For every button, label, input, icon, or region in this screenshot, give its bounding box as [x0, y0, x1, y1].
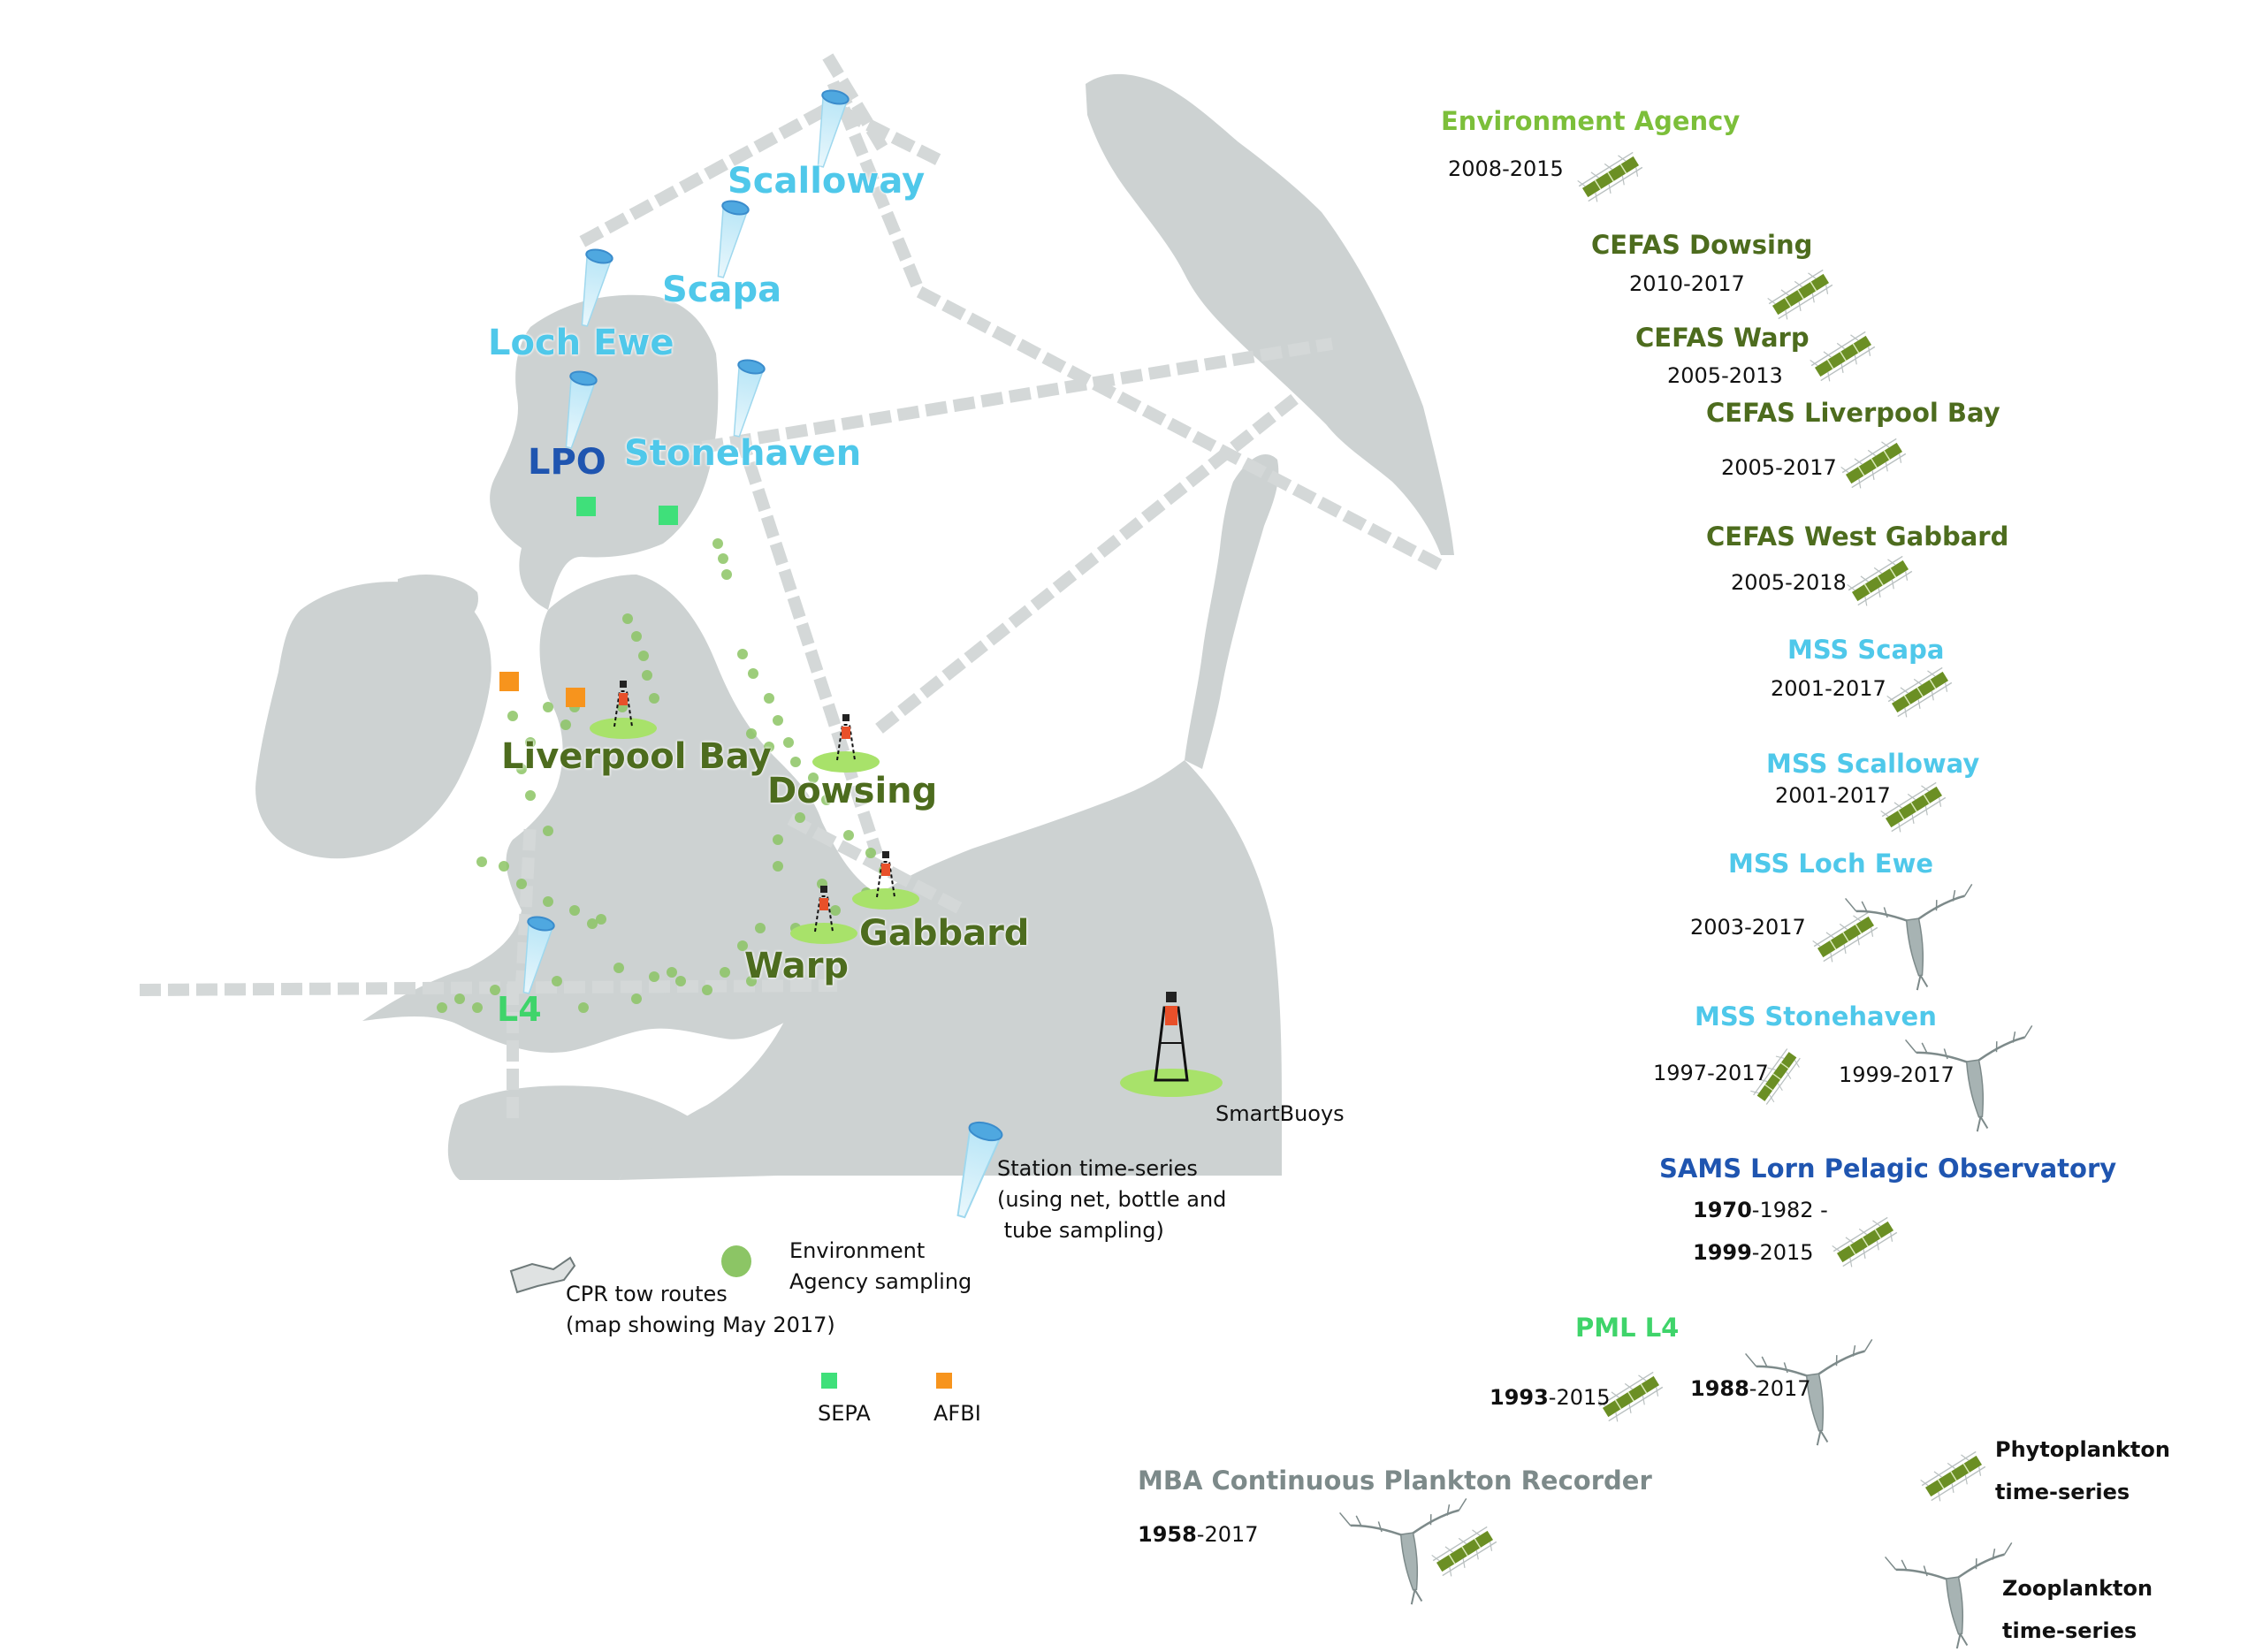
ts-years-phyto: 1997-2017 — [1653, 1061, 1769, 1085]
key-phytoplankton: Phytoplankton time-series — [1995, 1437, 2170, 1504]
phytoplankton-icon — [1810, 907, 1881, 967]
ts-title-cefas-warp: CEFAS Warp — [1635, 323, 1810, 353]
ts-title-sams-lpo: SAMS Lorn Pelagic Observatory — [1659, 1153, 2117, 1184]
ts-title-mss-loch-ewe: MSS Loch Ewe — [1728, 849, 1934, 879]
sepa-square-icon — [659, 506, 678, 525]
cpr-icon — [509, 1256, 576, 1294]
legend-sepa: SEPA — [818, 1401, 871, 1426]
phytoplankton-icon — [1575, 147, 1646, 207]
ts-years-b: 1999-2015 — [1693, 1240, 1814, 1265]
afbi-square-icon — [499, 672, 519, 691]
map-label-l4: L4 — [497, 990, 542, 1029]
ts-years-zoo: 1999-2017 — [1839, 1062, 1954, 1087]
ea-sampling-dots — [437, 538, 889, 1013]
northern-ireland-land — [398, 575, 478, 623]
key-zooplankton: Zooplankton time-series — [2002, 1576, 2153, 1643]
ts-title-cefas-west-gabbard: CEFAS West Gabbard — [1706, 521, 2009, 552]
zooplankton-icon — [1844, 879, 1987, 1000]
ts-title-environment-agency: Environment Agency — [1441, 106, 1741, 136]
map-label-scalloway: Scalloway — [728, 161, 926, 202]
phytoplankton-icon — [1845, 551, 1916, 611]
ea-dot-icon — [721, 1245, 751, 1277]
map-label-gabbard: Gabbard — [859, 913, 1030, 954]
map-label-lpo: LPO — [528, 442, 606, 483]
ts-title-cefas-liverpool-bay: CEFAS Liverpool Bay — [1706, 398, 2000, 428]
map-label-scapa: Scapa — [662, 270, 782, 310]
ts-years-zoo: 1988-2017 — [1690, 1376, 1811, 1401]
ts-title-pml-l4: PML L4 — [1575, 1313, 1680, 1343]
denmark-land — [1185, 454, 1279, 769]
station-net-icon — [706, 198, 751, 281]
sepa-square-icon — [821, 1373, 837, 1389]
legend-station-timeseries: Station time-series (using net, bottle a… — [997, 1156, 1227, 1243]
ts-years: 2008-2015 — [1448, 156, 1564, 181]
ts-years: 2003-2017 — [1690, 915, 1806, 940]
ts-title-mba-cpr: MBA Continuous Plankton Recorder — [1138, 1465, 1652, 1496]
norway-land — [1086, 73, 1454, 556]
phytoplankton-icon — [1765, 264, 1836, 324]
ts-years: 2005-2018 — [1731, 570, 1847, 595]
phytoplankton-icon — [1830, 1212, 1901, 1272]
phytoplankton-icon — [1429, 1521, 1500, 1581]
ireland-land — [255, 582, 491, 859]
sepa-square-icon — [576, 497, 596, 516]
ts-title-cefas-dowsing: CEFAS Dowsing — [1591, 230, 1813, 260]
phytoplankton-icon — [1839, 433, 1909, 493]
map-label-stonehaven: Stonehaven — [624, 433, 862, 474]
afbi-square-icon — [566, 688, 585, 707]
ts-years: 2001-2017 — [1775, 783, 1891, 808]
legend-afbi: AFBI — [933, 1401, 981, 1426]
map-label-warp: Warp — [744, 946, 850, 986]
ts-title-mss-scapa: MSS Scapa — [1787, 635, 1945, 665]
phytoplankton-icon — [1885, 662, 1955, 722]
ts-years-a: 1970-1982 - — [1693, 1198, 1828, 1222]
ts-years: 2005-2017 — [1721, 455, 1837, 480]
legend-cpr-routes: CPR tow routes (map showing May 2017) — [566, 1282, 835, 1337]
legend-ea-sampling: Environment Agency sampling — [789, 1238, 972, 1294]
continent-land — [619, 760, 1282, 1180]
cpr-tow-routes — [139, 53, 1450, 1133]
legend-smartbuoys: SmartBuoys — [1215, 1101, 1345, 1126]
ts-title-mss-stonehaven: MSS Stonehaven — [1695, 1001, 1937, 1032]
map-label-liverpool-bay: Liverpool Bay — [501, 736, 772, 777]
station-net-icon — [722, 357, 767, 440]
map-label-loch-ewe: Loch Ewe — [488, 323, 674, 363]
station-net-icon — [806, 88, 851, 171]
ts-years-phyto: 1993-2015 — [1490, 1385, 1611, 1410]
ts-title-mss-scalloway: MSS Scalloway — [1766, 749, 1980, 779]
smartbuoy-legend-icon — [1120, 992, 1223, 1097]
station-net-legend-icon — [956, 1121, 1003, 1219]
afbi-square-icon — [936, 1373, 952, 1389]
scotland-land — [490, 294, 719, 610]
phytoplankton-icon — [1918, 1446, 1989, 1506]
ts-years: 2010-2017 — [1629, 271, 1745, 296]
great-britain-land — [362, 575, 888, 1053]
ts-years: 2001-2017 — [1771, 676, 1886, 701]
ts-years: 2005-2013 — [1667, 363, 1783, 388]
ts-years: 1958-2017 — [1138, 1522, 1259, 1547]
map-label-dowsing: Dowsing — [767, 771, 938, 811]
phytoplankton-icon — [1808, 326, 1878, 386]
